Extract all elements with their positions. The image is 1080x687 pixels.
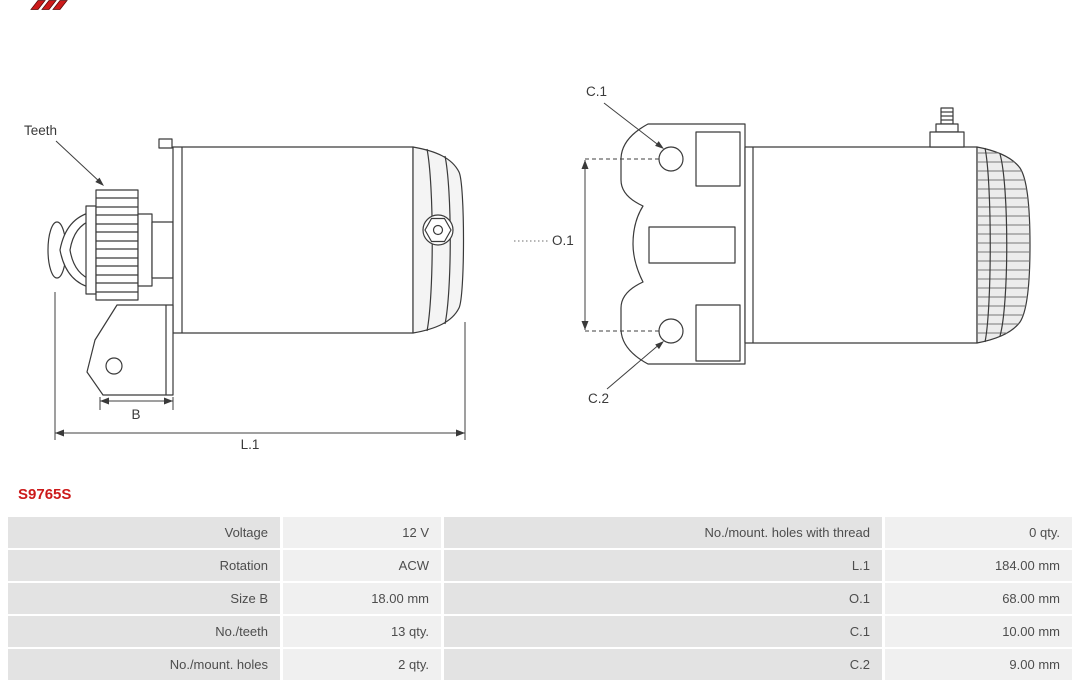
dimension-o1: O.1 [514,158,659,332]
arrowhead-icon [456,429,465,437]
spec-label: C.2 [444,649,882,680]
teeth-label: Teeth [24,123,57,138]
arrowhead-icon [164,397,173,405]
rear-end-cap [976,146,1031,344]
terminal-stud [929,107,965,148]
part-number: S9765S [18,486,72,503]
arrowhead-icon [55,429,64,437]
teeth-callout: Teeth [24,123,104,186]
drive-end-cone [47,211,93,289]
commutator-end-cap [412,146,465,334]
dimension-c1-label: C.1 [586,84,607,99]
end-view-dimensions: C.1 O.1 C.2 [514,84,664,406]
armature-shaft [137,213,174,287]
spec-value: 12 V [283,517,441,548]
pinion-gear [95,189,139,301]
callout-c2: C.2 [588,341,664,406]
dimension-b-label: B [131,407,140,422]
dimension-c2-label: C.2 [588,391,609,406]
side-view-dimensions: Teeth B L.1 [24,123,466,452]
technical-drawing: Teeth B L.1 [24,84,1031,452]
spec-label: No./mount. holes with thread [444,517,882,548]
motor-body [158,138,414,334]
arrowhead-icon [581,321,589,330]
spec-label: Rotation [8,550,280,581]
dimension-o1-label: O.1 [552,233,574,248]
spec-label: O.1 [444,583,882,614]
arrowhead-icon [95,177,104,186]
spec-value: 184.00 mm [885,550,1072,581]
spec-value: 2 qty. [283,649,441,680]
mounting-bracket [86,304,174,396]
arrowhead-icon [655,141,664,149]
spec-value: 68.00 mm [885,583,1072,614]
motor-body-profile [744,146,978,344]
dimension-l1-label: L.1 [241,437,260,452]
side-view-drawing [47,138,465,396]
spec-value: 18.00 mm [283,583,441,614]
spec-value: 10.00 mm [885,616,1072,647]
spec-label: No./mount. holes [8,649,280,680]
spec-table: Voltage 12 V No./mount. holes with threa… [8,517,1072,680]
as-pl-logo-icon [30,0,68,10]
dimension-b: B [99,397,174,422]
dimension-l1: L.1 [54,292,466,452]
arrowhead-icon [581,160,589,169]
spec-value: 0 qty. [885,517,1072,548]
spec-value: 13 qty. [283,616,441,647]
spec-value: 9.00 mm [885,649,1072,680]
spec-label: Size B [8,583,280,614]
end-view-drawing [620,107,1031,365]
spec-label: Voltage [8,517,280,548]
spec-label: C.1 [444,616,882,647]
spec-value: ACW [283,550,441,581]
callout-c1: C.1 [586,84,664,149]
arrowhead-icon [100,397,109,405]
mount-hole-bottom [658,318,684,344]
mounting-flange [620,123,746,365]
gear-washer [85,205,97,295]
spec-label: L.1 [444,550,882,581]
arrowhead-icon [655,341,664,350]
spec-label: No./teeth [8,616,280,647]
mount-hole-top [658,146,684,172]
through-bolt-hex [422,214,454,246]
